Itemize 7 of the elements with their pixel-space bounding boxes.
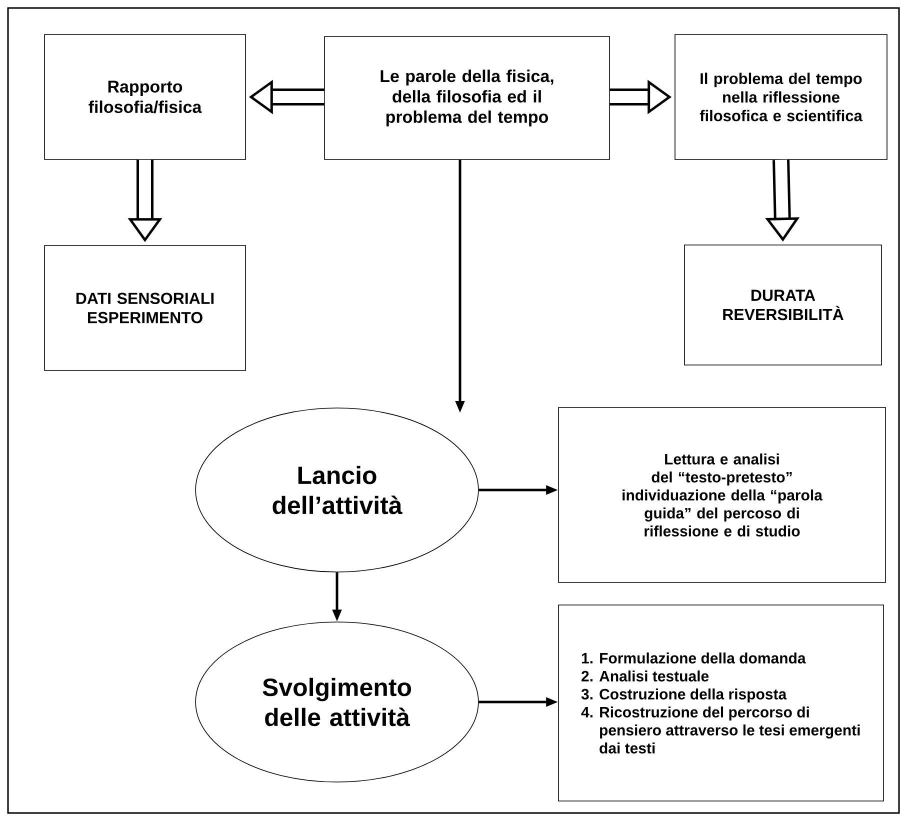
text-box: DURATA REVERSIBILITÀ <box>684 244 882 366</box>
text-box: Il problema del tempo nella riflessione filosofica e scientifica <box>674 34 888 160</box>
text-box: Rapporto filosofia/fisica <box>44 34 246 160</box>
text-box: Le parole della fisica, della filosofia ed il problema del tempo <box>324 36 610 160</box>
text-box: 1. Formulazione della domanda 2. Analisi testuale 3. Costruzione della risposta 4. Ricostruzione del percorso di pensiero attraverso le tesi emergenti dai testi <box>558 604 884 802</box>
text-box: DATI SENSORIALI ESPERIMENTO <box>44 245 246 371</box>
text-box: Lettura e analisi del “testo-pretesto” individuazione della “parola guida” del percoso di riflessione e di studio <box>558 407 886 583</box>
